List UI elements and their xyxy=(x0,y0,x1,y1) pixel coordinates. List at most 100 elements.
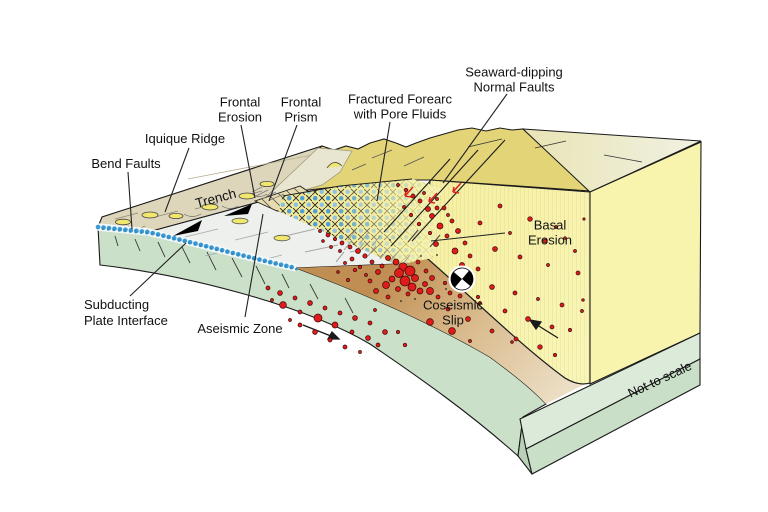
earthquake-dot xyxy=(446,213,450,217)
earthquake-dot xyxy=(367,278,373,284)
earthquake-dot xyxy=(367,320,373,326)
earthquake-dot xyxy=(477,220,483,226)
earthquake-dot xyxy=(423,268,429,274)
earthquake-dot xyxy=(422,281,428,287)
earthquake-dot xyxy=(343,261,347,265)
earthquake-dot xyxy=(527,216,533,222)
earthquake-dot xyxy=(435,197,439,201)
earthquake-dot xyxy=(549,324,555,330)
earthquake-dot xyxy=(425,206,431,212)
earthquake-dot xyxy=(559,302,565,308)
label-seaward-dipping: Seaward-dipping Normal Faults xyxy=(465,64,563,94)
leader-fractured-forearc xyxy=(376,121,391,202)
earthquake-dot xyxy=(435,294,441,300)
earthquake-dot xyxy=(404,265,416,277)
earthquake-dot xyxy=(434,205,440,211)
leader-subducting-interface xyxy=(129,242,187,297)
earthquake-dot xyxy=(395,286,401,292)
earthquake-dot xyxy=(307,300,313,306)
earthquake-dot xyxy=(447,290,453,296)
earthquake-dot xyxy=(392,258,400,266)
earthquake-dot xyxy=(331,321,339,329)
earthquake-dot xyxy=(402,205,406,209)
label-frontal-erosion: Frontal Erosion xyxy=(217,94,263,124)
earthquake-dot xyxy=(582,217,586,221)
leader-frontal-prism xyxy=(268,124,298,202)
earthquake-dot xyxy=(279,301,287,309)
earthquake-dot xyxy=(375,342,381,348)
earthquake-dot xyxy=(337,310,343,316)
label-fractured-forearc: Fractured Forearc with Pore Fluids xyxy=(347,91,453,121)
earthquake-dot xyxy=(416,221,422,227)
earthquake-dot xyxy=(537,344,543,350)
earthquake-dot xyxy=(322,305,328,311)
forearc-front-face-stripes xyxy=(420,180,590,384)
earthquake-dot xyxy=(312,329,318,335)
earthquake-dot xyxy=(385,255,391,261)
earthquake-dot xyxy=(325,232,331,238)
earthquake-dot xyxy=(352,267,358,273)
earthquake-dot xyxy=(409,213,413,217)
earthquake-dot xyxy=(513,336,519,342)
earthquake-dot xyxy=(338,249,342,253)
earthquake-dot xyxy=(342,344,348,350)
earthquake-dot xyxy=(455,228,461,234)
earthquake-dot xyxy=(443,281,447,285)
earthquake-dot xyxy=(525,316,531,322)
earthquake-dot xyxy=(429,213,435,219)
earthquake-dot xyxy=(429,275,435,281)
label-frontal-prism: Frontal Prism xyxy=(280,94,322,124)
earthquake-dot xyxy=(385,294,391,300)
earthquake-dot xyxy=(546,263,550,267)
earthquake-dot xyxy=(441,205,447,211)
earthquake-dot xyxy=(468,339,472,343)
earthquake-dot xyxy=(502,308,508,314)
earthquake-dot xyxy=(510,340,514,344)
earthquake-dot xyxy=(369,259,375,265)
earthquake-dot xyxy=(288,318,292,322)
normal-fault-slip-arrows xyxy=(404,182,462,204)
earthquake-dot xyxy=(410,193,416,199)
top-surface-ridge-lines xyxy=(467,138,643,163)
earthquake-dot xyxy=(465,316,471,322)
earthquake-dot xyxy=(462,240,468,246)
earthquake-dot xyxy=(327,337,333,343)
earthquake-dot xyxy=(297,322,303,328)
earthquake-dot xyxy=(355,248,361,254)
plate-interface-band xyxy=(95,223,300,272)
earthquake-dot xyxy=(379,263,385,269)
earthquake-dot xyxy=(358,265,362,269)
earthquake-dot xyxy=(436,222,444,230)
earthquake-dot xyxy=(448,327,456,335)
terrace-hill-glyph xyxy=(326,162,343,169)
seamount-base-arcs xyxy=(127,193,268,229)
label-bend-faults: Bend Faults xyxy=(91,155,161,171)
earthquake-dot xyxy=(449,218,455,224)
earthquake-dot xyxy=(581,298,585,302)
earthquake-dot xyxy=(554,225,558,229)
earthquake-dot xyxy=(536,297,540,301)
mountain-face-dashes xyxy=(351,149,425,171)
earthquake-dot xyxy=(396,330,400,334)
earthquake-dot xyxy=(563,236,567,240)
earthquake-dot xyxy=(292,295,298,301)
earthquake-dot xyxy=(467,253,473,259)
coseismic-slip-band xyxy=(296,252,589,404)
earthquake-dot xyxy=(358,350,362,354)
earthquake-dot xyxy=(542,238,548,244)
earthquake-dot xyxy=(336,270,340,274)
earthquake-dot xyxy=(428,231,432,235)
earthquake-dot xyxy=(339,240,345,246)
earthquake-dot xyxy=(475,266,481,272)
wedge-top-edge xyxy=(282,178,413,197)
earthquake-dot xyxy=(417,198,423,204)
earthquake-dot xyxy=(297,309,303,315)
earthquake-dot xyxy=(517,254,523,260)
earthquake-dot xyxy=(373,288,379,294)
earthquake-dot xyxy=(478,301,482,305)
earthquake-dot xyxy=(318,229,322,233)
earthquake-dot xyxy=(388,275,396,283)
earthquake-dot xyxy=(445,306,451,312)
